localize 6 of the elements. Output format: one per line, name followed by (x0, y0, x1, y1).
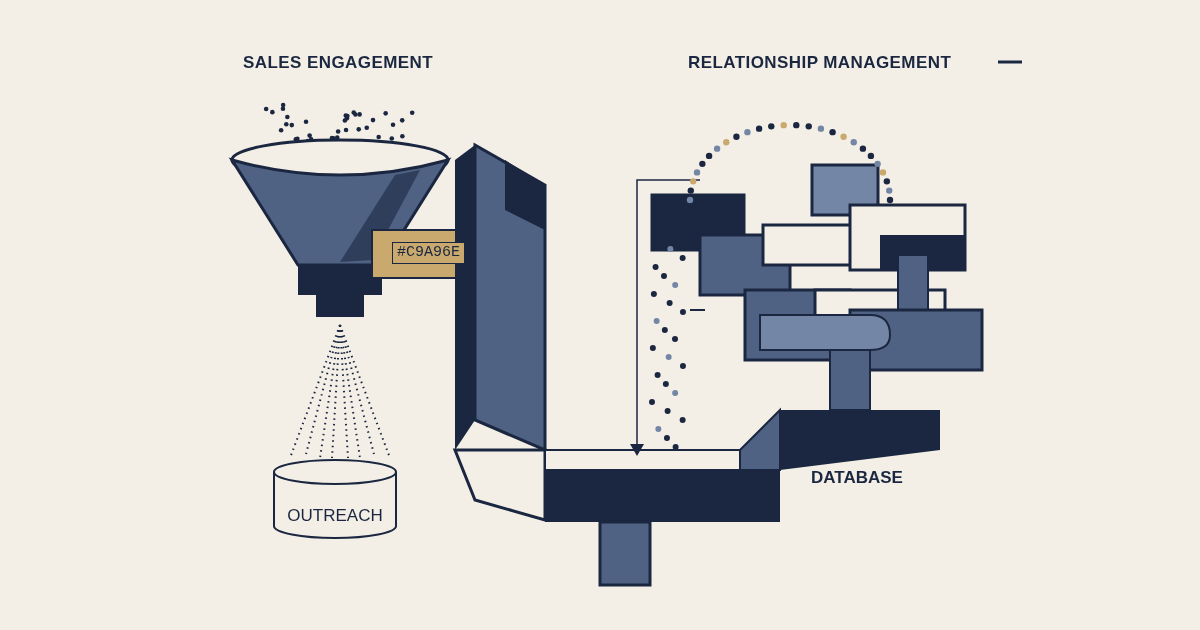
section-label: DATABASE (811, 467, 903, 489)
node-label: OUTREACH (287, 504, 383, 527)
pipe-tag: #C9A96E (392, 242, 465, 264)
section-label: RELATIONSHIP MANAGEMENT (688, 52, 952, 74)
cylinder-node (272, 458, 398, 540)
section-label: SALES ENGAGEMENT (243, 52, 434, 74)
